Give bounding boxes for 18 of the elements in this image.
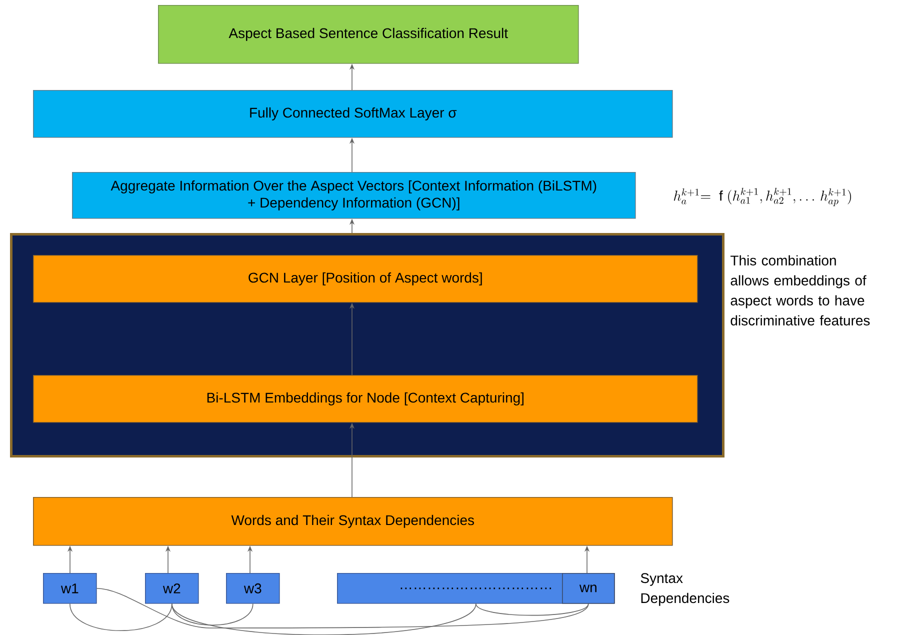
note-text: Syntax Dependencies (640, 573, 730, 606)
dependency-arc (476, 603, 589, 616)
word-box: w1 (43, 573, 97, 604)
word-box: w3 (226, 573, 280, 604)
word-box: wn (562, 573, 615, 604)
word-box: w2 (145, 573, 199, 604)
result-box: Aspect Based Sentence Classification Result (158, 5, 579, 64)
layer-box: GCN Layer [Position of Aspect words] (33, 255, 698, 303)
layer-box: Aggregate Information Over the Aspect Vectors [Context Information (BiLSTM) + Dependency Information (GCN)] (72, 172, 636, 219)
formula: $h_a^{k+1}\mathrm{=\ f\ }(h_{a1}^{k+1}, h_{a2}^{k+1}, \ldots\, h_{ap}^{k+1})$ (674, 188, 852, 206)
input-box: Words and Their Syntax Dependencies (33, 497, 673, 546)
note-text: This combination allows embeddings of aspect words to have discriminative features (730, 255, 870, 326)
dependency-arc (172, 603, 254, 626)
layer-box: Fully Connected SoftMax Layer σ (33, 90, 673, 138)
dependency-arc (70, 603, 172, 632)
dependency-arc (96, 588, 589, 628)
dependency-arc (172, 603, 476, 635)
layer-box: Bi-LSTM Embeddings for Node [Context Capturing] (33, 375, 698, 423)
